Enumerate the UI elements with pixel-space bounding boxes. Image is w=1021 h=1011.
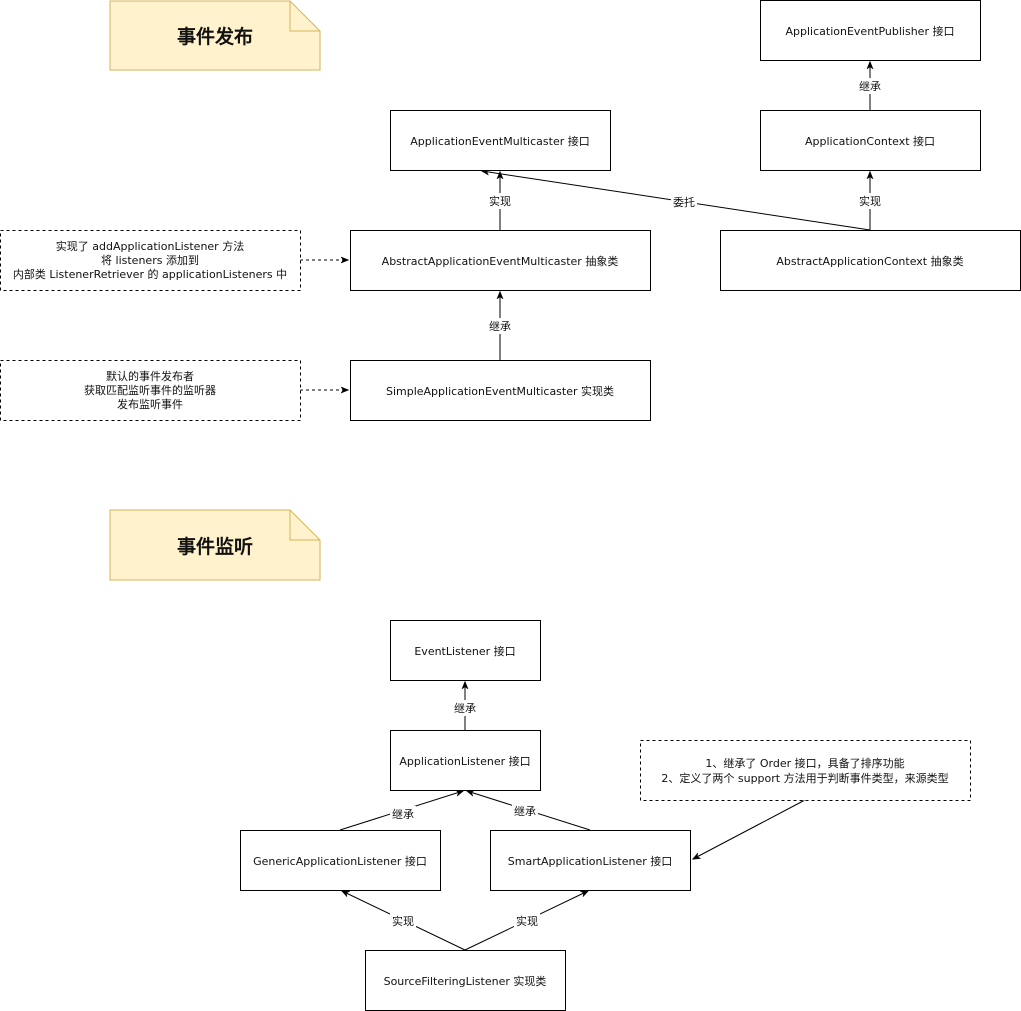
section-title-listen: 事件监听: [177, 535, 253, 558]
edge-label-abstract-multicaster: 实现: [487, 193, 513, 209]
edge-label-generic-applistener: 继承: [390, 806, 416, 822]
box-event-listener: EventListener 接口: [390, 620, 541, 681]
svg-text:ApplicationEventPublisher 接口: ApplicationEventPublisher 接口: [786, 25, 955, 38]
note-add-listener: 实现了 addApplicationListener 方法 将 listener…: [0, 230, 301, 291]
note-smart-info: 1、继承了 Order 接口，具备了排序功能 2、定义了两个 support 方…: [640, 740, 971, 801]
svg-text:将 listeners 添加到: 将 listeners 添加到: [101, 253, 199, 267]
edge-label-smart-applistener: 继承: [512, 803, 538, 819]
section-note-listen: 事件监听: [109, 509, 321, 581]
svg-text:ApplicationContext 接口: ApplicationContext 接口: [805, 135, 935, 148]
svg-text:SmartApplicationListener 接口: SmartApplicationListener 接口: [508, 855, 673, 868]
svg-text:继承: 继承: [489, 320, 511, 333]
box-source-filtering: SourceFilteringListener 实现类: [365, 950, 566, 1011]
svg-text:继承: 继承: [454, 702, 476, 715]
edge-note-smart: [693, 799, 806, 859]
section-title-publish: 事件发布: [177, 25, 253, 48]
box-application-listener: ApplicationListener 接口: [390, 730, 541, 791]
box-abstract-context: AbstractApplicationContext 抽象类: [720, 230, 1021, 291]
box-multicaster: ApplicationEventMulticaster 接口: [390, 110, 611, 171]
box-smart-listener: SmartApplicationListener 接口: [490, 830, 691, 891]
svg-text:2、定义了两个 support 方法用于判断事件类型，来源类: 2、定义了两个 support 方法用于判断事件类型，来源类型: [661, 771, 948, 785]
svg-text:实现: 实现: [516, 914, 538, 928]
svg-text:委托: 委托: [673, 195, 695, 209]
svg-text:AbstractApplicationContext 抽象类: AbstractApplicationContext 抽象类: [776, 254, 963, 268]
svg-text:实现: 实现: [392, 914, 414, 928]
edge-label-context-publisher: 继承: [857, 78, 883, 94]
svg-text:实现: 实现: [859, 194, 881, 208]
svg-text:继承: 继承: [859, 80, 881, 93]
svg-text:实现: 实现: [489, 194, 511, 208]
svg-text:SourceFilteringListener 实现类: SourceFilteringListener 实现类: [384, 974, 547, 988]
svg-text:默认的事件发布者: 默认的事件发布者: [106, 369, 194, 383]
edge-label-abstract-context: 实现: [857, 193, 883, 209]
svg-text:AbstractApplicationEventMultic: AbstractApplicationEventMulticaster 抽象类: [382, 254, 619, 268]
edge-label-source-smart: 实现: [514, 913, 540, 929]
box-abstract-multicaster: AbstractApplicationEventMulticaster 抽象类: [350, 230, 651, 291]
box-context: ApplicationContext 接口: [760, 110, 981, 171]
edge-label-applistener-eventlistener: 继承: [452, 700, 478, 716]
edge-label-source-generic: 实现: [390, 913, 416, 929]
svg-text:继承: 继承: [392, 808, 414, 821]
box-publisher: ApplicationEventPublisher 接口: [760, 0, 981, 61]
svg-text:继承: 继承: [514, 805, 536, 818]
edge-label-simple-abstract: 继承: [487, 318, 513, 334]
box-simple-multicaster: SimpleApplicationEventMulticaster 实现类: [350, 360, 651, 421]
svg-text:实现了 addApplicationListener 方法: 实现了 addApplicationListener 方法: [56, 239, 244, 253]
svg-text:SimpleApplicationEventMulticas: SimpleApplicationEventMulticaster 实现类: [386, 384, 614, 398]
svg-text:ApplicationEventMulticaster 接口: ApplicationEventMulticaster 接口: [410, 135, 589, 148]
svg-text:EventListener 接口: EventListener 接口: [414, 645, 515, 658]
svg-text:获取匹配监听事件的监听器: 获取匹配监听事件的监听器: [84, 383, 216, 397]
svg-text:内部类 ListenerRetriever 的 applic: 内部类 ListenerRetriever 的 applicationListe…: [13, 267, 287, 281]
svg-text:ApplicationListener 接口: ApplicationListener 接口: [399, 755, 530, 768]
section-note-publish: 事件发布: [109, 0, 321, 71]
svg-text:GenericApplicationListener 接口: GenericApplicationListener 接口: [253, 855, 427, 868]
svg-text:1、继承了 Order 接口，具备了排序功能: 1、继承了 Order 接口，具备了排序功能: [705, 756, 904, 770]
svg-text:发布监听事件: 发布监听事件: [117, 397, 183, 411]
box-generic-listener: GenericApplicationListener 接口: [240, 830, 441, 891]
edge-label-delegate: 委托: [671, 194, 697, 210]
note-default-publisher: 默认的事件发布者 获取匹配监听事件的监听器 发布监听事件: [0, 360, 301, 421]
